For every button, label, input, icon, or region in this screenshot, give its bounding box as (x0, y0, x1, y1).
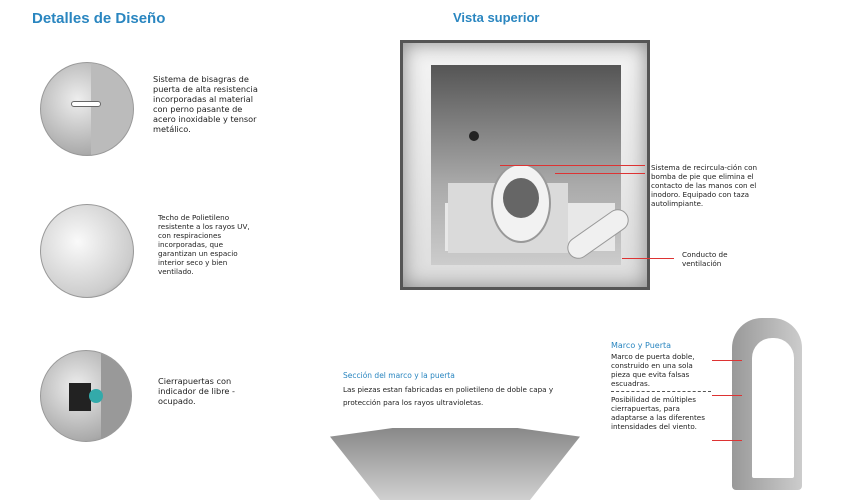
door-closers-description: Posibilidad de múltiples cierrapuertas, … (611, 395, 705, 431)
frame-section-photo (330, 428, 580, 500)
hinge-description: Sistema de bisagras de puerta de alta re… (153, 74, 258, 134)
callout-line (500, 165, 645, 166)
callout-line (555, 173, 645, 174)
door-photo (732, 318, 802, 490)
door-frame-description: Marco de puerta doble, construido en una… (611, 352, 695, 388)
section-title-top-view: Vista superior (453, 10, 540, 25)
hinge-photo (40, 62, 134, 156)
divider (611, 391, 711, 392)
roof-photo (40, 204, 134, 298)
door-closer-photo (40, 350, 132, 442)
top-view-photo (400, 40, 650, 290)
door-closer-description: Cierrapuertas con indicador de libre - o… (158, 376, 235, 406)
ventilation-callout: Conducto de ventilación (682, 250, 728, 268)
roof-description: Techo de Polietileno resistente a los ra… (158, 213, 250, 276)
callout-line (712, 360, 742, 361)
recirculation-callout: Sistema de recircula-ción con bomba de p… (651, 163, 758, 208)
frame-section-description: Las piezas estan fabricadas en polietile… (343, 385, 554, 407)
callout-line (712, 395, 742, 396)
callout-line (712, 440, 742, 441)
frame-section-title: Sección del marco y la puerta (343, 371, 455, 380)
section-title-design-details: Detalles de Diseño (32, 10, 166, 27)
door-frame-title: Marco y Puerta (611, 341, 672, 350)
callout-line (622, 258, 674, 259)
